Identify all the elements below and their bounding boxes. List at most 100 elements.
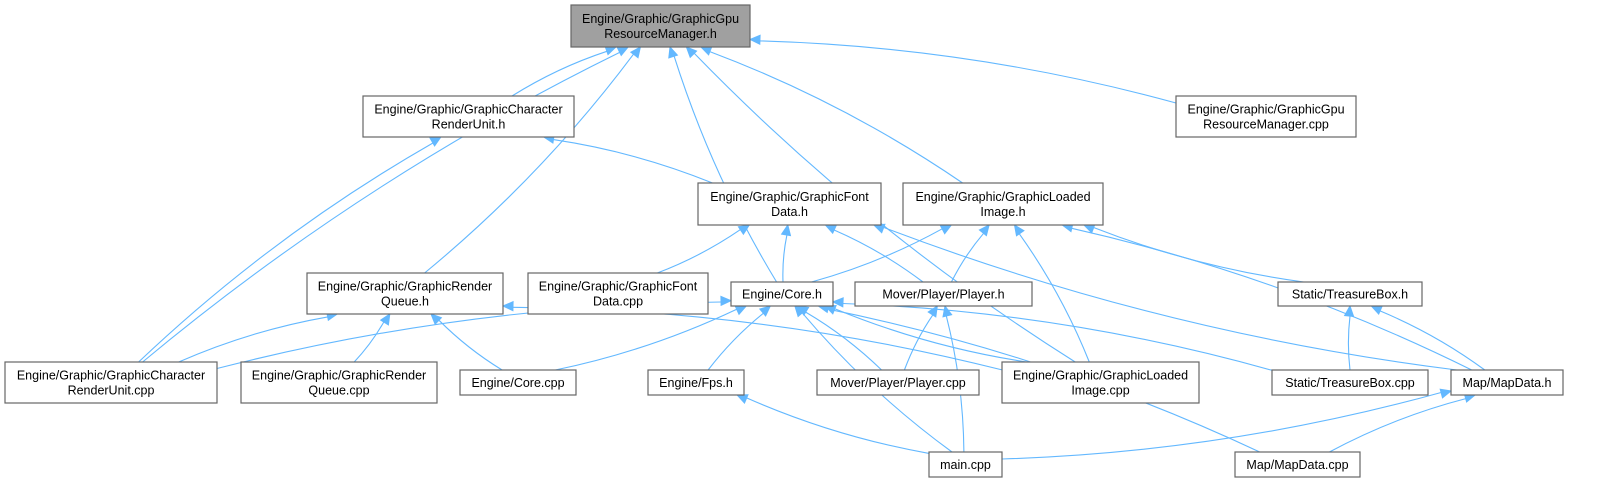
edge-line bbox=[178, 316, 328, 363]
edge-line bbox=[1093, 226, 1304, 283]
node-label: Engine/Core.h bbox=[742, 288, 822, 302]
node-box bbox=[459, 369, 577, 396]
edge-line bbox=[657, 229, 741, 274]
node-box bbox=[1175, 95, 1357, 138]
edge-mainCpp-to-fpsH bbox=[735, 394, 930, 454]
edge-coreH-to-root bbox=[668, 45, 778, 283]
edge-fpsH-to-coreH bbox=[707, 305, 772, 371]
edge-line bbox=[424, 53, 634, 274]
node-box bbox=[697, 182, 882, 226]
node-mainCpp[interactable]: main.cpp bbox=[928, 451, 1003, 478]
edge-line bbox=[512, 306, 1003, 371]
edge-line bbox=[555, 308, 737, 371]
edge-loadedImageCpp-to-coreH bbox=[824, 304, 1027, 363]
edge-arrowhead bbox=[430, 313, 443, 326]
edge-treasureBoxCpp-to-coreH bbox=[831, 297, 1273, 371]
edge-line bbox=[811, 228, 943, 283]
edge-line bbox=[833, 229, 924, 283]
edge-loadedImageCpp-to-loadedImageH bbox=[1013, 223, 1090, 363]
node-mapDataH[interactable]: Map/MapData.h bbox=[1450, 369, 1564, 396]
node-charRenderUnitH[interactable]: Engine/Graphic/GraphicCharacterRenderUni… bbox=[362, 95, 575, 138]
edge-gpuResMgrCpp-to-root bbox=[748, 34, 1177, 104]
node-label: Map/MapData.h bbox=[1463, 376, 1552, 390]
edge-arrowhead bbox=[780, 223, 792, 237]
node-box bbox=[306, 272, 504, 315]
node-box bbox=[527, 272, 709, 315]
edge-arrowhead bbox=[737, 224, 751, 236]
node-mapDataCpp[interactable]: Map/MapData.cpp bbox=[1234, 451, 1361, 478]
node-charRenderUnitCpp[interactable]: Engine/Graphic/GraphicCharacterRenderUni… bbox=[4, 361, 218, 404]
node-treasureBoxH[interactable]: Static/TreasureBox.h bbox=[1277, 281, 1423, 307]
edge-renderQueueH-to-root bbox=[424, 46, 642, 274]
node-label: Mover/Player/Player.cpp bbox=[830, 376, 966, 390]
node-playerCpp[interactable]: Mover/Player/Player.cpp bbox=[816, 369, 980, 396]
edge-charRenderUnitH-to-root bbox=[511, 45, 618, 97]
node-box bbox=[570, 4, 751, 48]
node-box bbox=[1234, 451, 1361, 478]
edge-coreCpp-to-renderQueueH bbox=[430, 313, 503, 371]
edge-arrowhead bbox=[794, 305, 806, 318]
edge-arrowhead bbox=[1439, 388, 1453, 399]
node-label: Engine/Graphic/GraphicCharacter bbox=[17, 369, 205, 383]
edge-line bbox=[553, 139, 713, 184]
edge-line bbox=[1379, 310, 1486, 371]
edge-arrowhead bbox=[748, 34, 761, 45]
edge-line bbox=[138, 142, 434, 363]
edge-arrowhead bbox=[1370, 305, 1384, 316]
edge-arrowhead bbox=[379, 312, 391, 326]
edge-renderQueueCpp-to-renderQueueH bbox=[353, 312, 391, 363]
node-label: Static/TreasureBox.h bbox=[1292, 288, 1408, 302]
node-treasureBoxCpp[interactable]: Static/TreasureBox.cpp bbox=[1271, 369, 1429, 396]
node-label: Engine/Graphic/GraphicFont bbox=[539, 280, 698, 294]
node-label: Engine/Graphic/GraphicRender bbox=[252, 369, 426, 383]
edge-arrowhead bbox=[629, 46, 642, 59]
edge-arrowhead bbox=[942, 304, 953, 318]
edge-arrowhead bbox=[978, 224, 990, 237]
edge-line bbox=[1347, 315, 1351, 371]
edge-arrowhead bbox=[734, 305, 748, 316]
node-label: Data.cpp bbox=[593, 295, 643, 309]
node-label: Queue.cpp bbox=[308, 384, 369, 398]
edge-arrowhead bbox=[720, 295, 733, 307]
node-playerH[interactable]: Mover/Player/Player.h bbox=[854, 281, 1033, 307]
node-box bbox=[362, 95, 575, 138]
node-root[interactable]: Engine/Graphic/GraphicGpuResourceManager… bbox=[570, 4, 751, 48]
edge-line bbox=[707, 312, 764, 371]
node-label: RenderUnit.cpp bbox=[68, 384, 155, 398]
node-coreH[interactable]: Engine/Core.h bbox=[730, 281, 834, 307]
edge-arrowhead bbox=[824, 224, 838, 235]
edge-arrowhead bbox=[1343, 304, 1355, 317]
edge-line bbox=[759, 40, 1177, 104]
edge-line bbox=[1001, 391, 1442, 460]
node-coreCpp[interactable]: Engine/Core.cpp bbox=[459, 369, 577, 396]
node-label: Static/TreasureBox.cpp bbox=[1285, 376, 1415, 390]
node-box bbox=[1277, 281, 1423, 307]
node-box bbox=[1271, 369, 1429, 396]
node-label: Mover/Player/Player.h bbox=[882, 288, 1004, 302]
node-gpuResMgrCpp[interactable]: Engine/Graphic/GraphicGpuResourceManager… bbox=[1175, 95, 1357, 138]
node-box bbox=[240, 361, 438, 404]
edge-line bbox=[142, 51, 620, 363]
node-label: main.cpp bbox=[940, 458, 991, 472]
node-label: Engine/Graphic/GraphicCharacter bbox=[374, 103, 562, 117]
edge-treasureBoxCpp-to-treasureBoxH bbox=[1343, 304, 1355, 371]
edge-treasureBoxH-to-loadedImageH bbox=[1082, 223, 1304, 283]
edge-arrowhead bbox=[831, 297, 844, 308]
edge-arrowhead bbox=[699, 45, 713, 56]
edge-arrowhead bbox=[758, 305, 772, 317]
edges-layer bbox=[138, 34, 1486, 460]
node-box bbox=[730, 281, 834, 307]
edge-line bbox=[1329, 398, 1466, 453]
edge-line bbox=[353, 321, 385, 363]
node-label: Engine/Graphic/GraphicFont bbox=[710, 190, 869, 204]
edge-line bbox=[950, 232, 985, 283]
node-fpsH[interactable]: Engine/Fps.h bbox=[647, 369, 745, 396]
edge-arrowhead bbox=[501, 300, 514, 312]
